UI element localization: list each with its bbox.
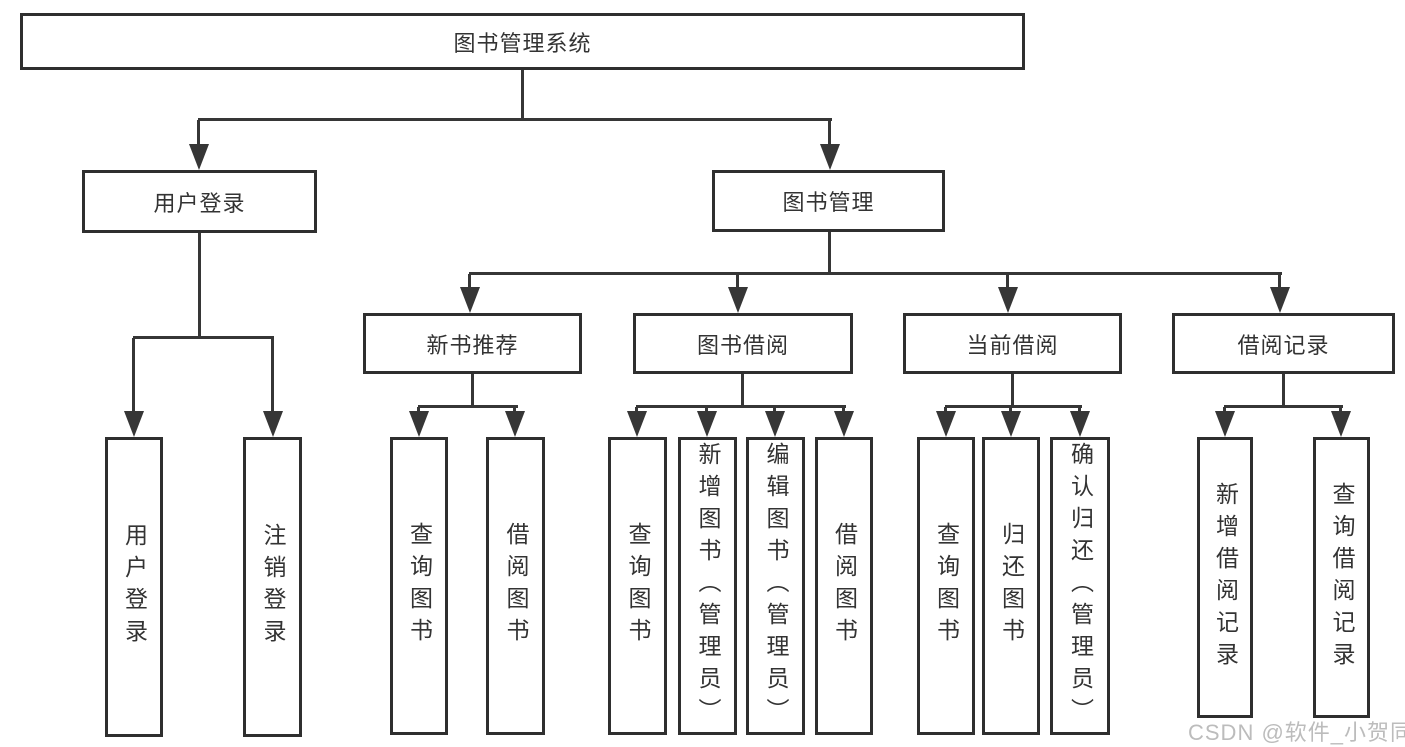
- node-root: 图书管理系统: [20, 13, 1025, 70]
- connector-arrow-stem: [1223, 407, 1226, 413]
- arrow-down-icon: [1001, 411, 1021, 437]
- connector-arrow-stem: [1009, 407, 1012, 413]
- arrow-down-icon: [697, 411, 717, 437]
- connector-arrow-stem: [513, 407, 516, 413]
- connector-line: [418, 405, 518, 408]
- node-borrow-books-recommend: 借阅图书: [486, 437, 545, 735]
- arrow-down-icon: [936, 411, 956, 437]
- connector-arrow-stem: [1078, 407, 1081, 413]
- connector-line: [198, 118, 832, 121]
- connector-line: [471, 374, 474, 407]
- connector-arrow-stem: [468, 274, 471, 288]
- connector-line: [741, 374, 744, 407]
- arrow-down-icon: [124, 411, 144, 437]
- connector-line: [945, 405, 1082, 408]
- connector-arrow-stem: [736, 274, 739, 288]
- arrow-down-icon: [505, 411, 525, 437]
- arrow-down-icon: [765, 411, 785, 437]
- connector-line: [1282, 374, 1285, 407]
- node-label: 借阅图书: [503, 522, 529, 650]
- arrow-down-icon: [1070, 411, 1090, 437]
- arrow-down-icon: [820, 144, 840, 170]
- arrow-down-icon: [1270, 287, 1290, 313]
- connector-arrow-stem: [132, 338, 135, 414]
- node-label: 查询借阅记录: [1329, 481, 1355, 674]
- node-label: 借阅记录: [1237, 332, 1330, 358]
- arrow-down-icon: [728, 287, 748, 313]
- arrow-down-icon: [627, 411, 647, 437]
- connector-arrow-stem: [1339, 407, 1342, 413]
- connector-line: [1224, 405, 1343, 408]
- watermark: CSDN @软件_小贺同学: [1188, 720, 1405, 745]
- arrow-down-icon: [409, 411, 429, 437]
- node-label: 新书推荐: [426, 332, 519, 358]
- node-book-management: 图书管理: [712, 170, 945, 232]
- node-query-books-current: 查询图书: [917, 437, 975, 735]
- node-edit-books-admin: 编辑图书（管理员）: [746, 437, 805, 735]
- arrow-down-icon: [998, 287, 1018, 313]
- node-user-login-group: 用户登录: [82, 170, 317, 233]
- connector-arrow-stem: [635, 407, 638, 413]
- node-label: 注销登录: [260, 523, 286, 651]
- node-query-books-recommend: 查询图书: [390, 437, 448, 735]
- arrow-down-icon: [1215, 411, 1235, 437]
- connector-arrow-stem: [417, 407, 420, 413]
- connector-arrow-stem: [1278, 274, 1281, 288]
- connector-line: [521, 70, 524, 120]
- connector-line: [133, 336, 274, 339]
- connector-line: [198, 233, 201, 338]
- connector-arrow-stem: [944, 407, 947, 413]
- node-current-borrowing: 当前借阅: [903, 313, 1122, 374]
- connector-line: [828, 232, 831, 275]
- connector-arrow-stem: [1006, 274, 1009, 288]
- arrow-down-icon: [1331, 411, 1351, 437]
- node-label: 查询图书: [933, 522, 960, 650]
- node-borrowing-records: 借阅记录: [1172, 313, 1395, 374]
- connector-arrow-stem: [773, 407, 776, 413]
- node-query-borrow-record: 查询借阅记录: [1313, 437, 1370, 718]
- node-query-books-borrow: 查询图书: [608, 437, 667, 735]
- node-user-login: 用户登录: [105, 437, 163, 737]
- node-logout: 注销登录: [243, 437, 302, 737]
- node-new-book-recommend: 新书推荐: [363, 313, 582, 374]
- connector-line: [1011, 374, 1014, 407]
- connector-line: [636, 405, 846, 408]
- node-label: 图书管理: [782, 190, 875, 215]
- connector-arrow-stem: [705, 407, 708, 413]
- node-label: 查询图书: [406, 522, 433, 650]
- connector-arrow-stem: [828, 120, 831, 146]
- node-label: 图书借阅: [696, 332, 789, 358]
- node-label: 借阅图书: [831, 522, 858, 650]
- node-label: 查询图书: [625, 522, 651, 650]
- arrow-down-icon: [189, 144, 209, 170]
- node-confirm-return-admin: 确认归还（管理员）: [1050, 437, 1110, 735]
- node-label: 编辑图书（管理员）: [763, 442, 789, 730]
- node-label: 用户登录: [121, 523, 148, 651]
- node-return-books: 归还图书: [982, 437, 1040, 735]
- node-add-borrow-record: 新增借阅记录: [1197, 437, 1253, 718]
- arrow-down-icon: [263, 411, 283, 437]
- connector-line: [469, 272, 1282, 275]
- connector-arrow-stem: [842, 407, 845, 413]
- node-add-books-admin: 新增图书（管理员）: [678, 437, 737, 735]
- node-label: 用户登录: [153, 190, 246, 216]
- node-label: 确认归还（管理员）: [1067, 442, 1094, 730]
- node-label: 归还图书: [998, 522, 1025, 650]
- connector-arrow-stem: [271, 338, 274, 414]
- node-borrow-books: 借阅图书: [815, 437, 873, 735]
- node-label: 图书管理系统: [453, 30, 592, 56]
- node-label: 新增借阅记录: [1212, 481, 1239, 674]
- node-book-borrowing: 图书借阅: [633, 313, 853, 374]
- arrow-down-icon: [460, 287, 480, 313]
- node-label: 当前借阅: [966, 332, 1059, 358]
- arrow-down-icon: [834, 411, 854, 437]
- node-label: 新增图书（管理员）: [695, 442, 721, 730]
- connector-arrow-stem: [197, 120, 200, 146]
